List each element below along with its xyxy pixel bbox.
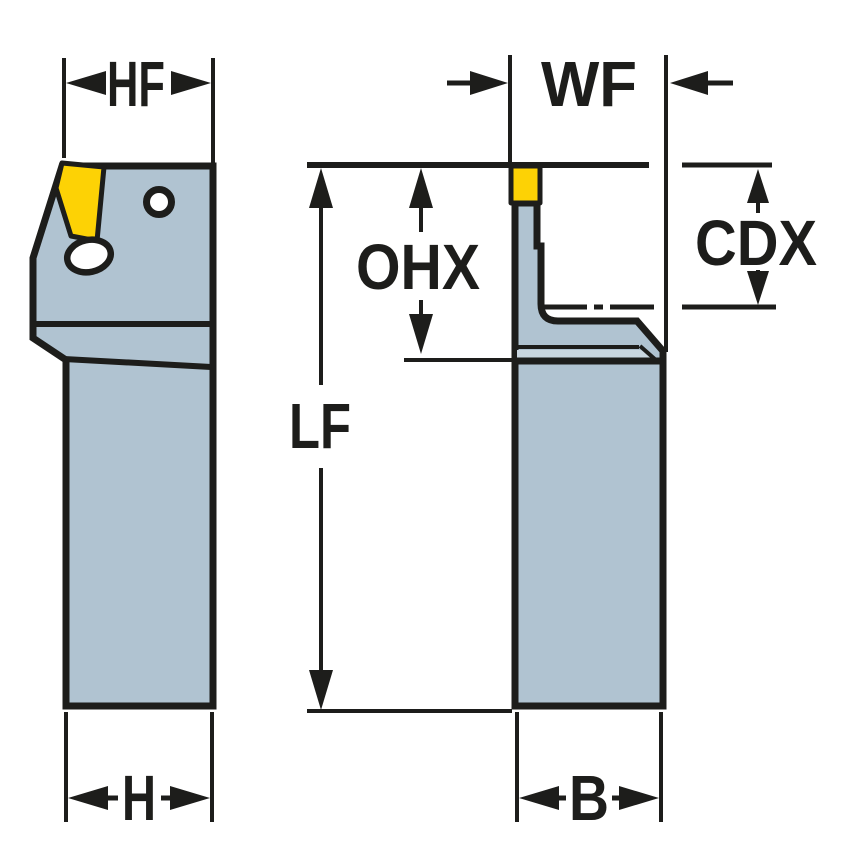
cdx-arrow-up-icon	[747, 169, 769, 203]
hf-arrow-left-icon	[66, 71, 106, 95]
hf-dimension: HF	[62, 48, 215, 164]
wf-arrow-left-icon	[670, 71, 708, 95]
ohx-arrow-down-icon	[409, 314, 433, 354]
ohx-arrow-up-icon	[409, 168, 433, 208]
cdx-dimension: CDX	[682, 162, 817, 310]
hf-arrow-right-icon	[171, 71, 211, 95]
side-view: HF H	[29, 48, 217, 834]
cdx-arrow-down-icon	[747, 271, 769, 305]
wf-label: WF	[541, 48, 637, 120]
b-arrow-left-icon	[519, 786, 559, 810]
h-label: H	[122, 762, 156, 834]
side-view-shank-line	[63, 356, 212, 370]
h-dimension: H	[64, 712, 214, 834]
screw-hole	[143, 186, 175, 218]
ohx-label: OHX	[356, 231, 480, 303]
b-label: B	[569, 762, 609, 834]
lf-label: LF	[289, 390, 351, 462]
ohx-dimension: OHX	[356, 168, 528, 362]
h-arrow-left-icon	[68, 786, 108, 810]
side-view-body	[29, 162, 217, 710]
cdx-label: CDX	[695, 207, 817, 279]
hf-label: HF	[107, 48, 165, 120]
front-view-body	[511, 199, 667, 710]
b-dimension: B	[515, 712, 663, 834]
h-arrow-right-icon	[170, 786, 210, 810]
lf-arrow-down-icon	[309, 670, 333, 710]
clamp-screw-hole	[63, 236, 115, 276]
insert-front	[508, 163, 543, 206]
wf-arrow-right-icon	[470, 71, 508, 95]
b-arrow-right-icon	[619, 786, 659, 810]
wf-dimension: WF	[447, 48, 733, 352]
front-view: WF LF OHX CDX	[289, 48, 817, 834]
lf-arrow-up-icon	[309, 168, 333, 208]
lf-dimension: LF	[289, 168, 512, 713]
